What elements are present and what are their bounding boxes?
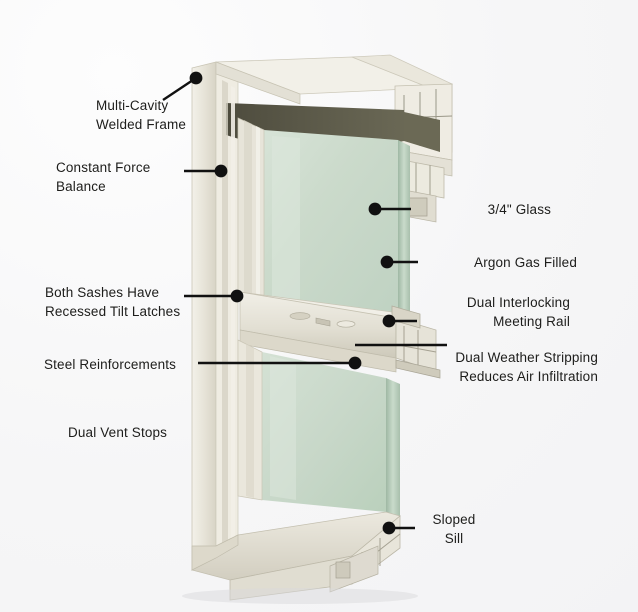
sill-screw-boss — [335, 561, 351, 579]
lower-sash-left-step — [246, 344, 254, 498]
leader-dot-constant-force-balance — [214, 164, 228, 178]
leader-dot-dual-interlocking-meeting-rail — [382, 314, 396, 328]
head-frame-front-edge — [215, 61, 301, 105]
leader-dot-both-sashes-have-recessed-tilt-latches — [230, 289, 244, 303]
upper-glass-highlight — [272, 136, 300, 300]
leader-dot-steel-reinforcements — [348, 356, 362, 370]
weather-stripping-fin — [395, 359, 441, 379]
tilt-latch-left — [289, 312, 311, 320]
lower-glass-highlight — [270, 356, 296, 500]
callout-label-dual-interlocking-meeting-rail: Dual Interlocking Meeting Rail — [466, 295, 570, 329]
interlock-hook — [391, 305, 421, 329]
callout-leaders — [162, 71, 447, 535]
leader-dot-sloped-sill — [382, 521, 396, 535]
upper-glass-edge — [398, 140, 410, 318]
sill-bottom-block — [329, 545, 379, 593]
leader-dot-argon-gas-filled — [380, 255, 394, 269]
leader-dot-multi-cavity-welded-frame — [189, 71, 203, 85]
tilt-latch-right — [336, 320, 356, 328]
head-shadow-tail — [404, 112, 440, 152]
callout-label-dual-weather-stripping-reduces-air-infiltration: Dual Weather Stripping Reduces Air Infil… — [455, 350, 598, 384]
upper-sash-left-step-a — [244, 120, 252, 295]
callout-label-dual-vent-stops: Dual Vent Stops — [68, 425, 168, 440]
callout-label-sloped-sill: Sloped Sill — [432, 512, 476, 546]
leader-dot-three-quarter-inch-glass — [368, 202, 382, 216]
head-pocket-cells — [415, 163, 431, 196]
upper-sash-left-step-b — [256, 126, 260, 298]
jamb-shadow-strip-2 — [231, 86, 235, 538]
callout-label-both-sashes-have-recessed-tilt-latches: Both Sashes Have Recessed Tilt Latches — [45, 285, 181, 319]
callout-label-steel-reinforcements: Steel Reinforcements — [44, 357, 177, 372]
left-jamb-bottom-return — [191, 534, 239, 571]
callout-label-argon-gas-filled: Argon Gas Filled — [474, 255, 577, 270]
lower-glass-edge — [386, 378, 400, 516]
jamb-shadow-strip-1 — [222, 80, 228, 543]
callout-label-three-quarter-inch-glass: 3/4" Glass — [487, 202, 551, 217]
sash-lock-plate — [315, 317, 331, 327]
callout-label-constant-force-balance: Constant Force Balance — [56, 160, 151, 194]
leader-line-multi-cavity-welded-frame — [162, 77, 197, 101]
window-body — [182, 54, 454, 604]
callout-label-multi-cavity-welded-frame: Multi-Cavity Welded Frame — [96, 98, 187, 132]
contact-shadow — [182, 588, 418, 604]
